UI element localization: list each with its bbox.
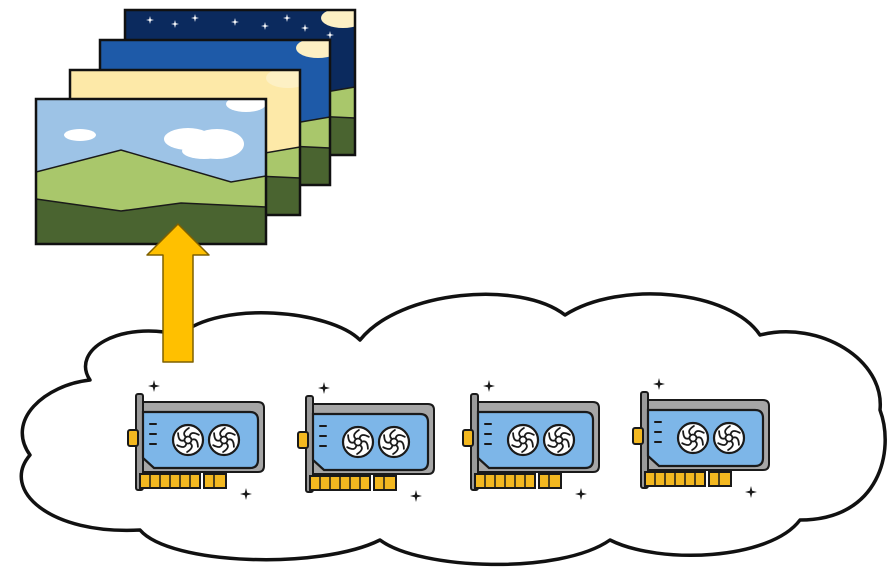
cloud-large xyxy=(164,99,266,159)
fan-icon xyxy=(676,421,710,455)
star-icon xyxy=(301,24,309,32)
gpu-card-icon xyxy=(462,380,600,500)
gpu-card-icon xyxy=(297,382,435,502)
star-icon xyxy=(261,22,269,30)
fan-icon xyxy=(542,423,576,457)
fan-icon xyxy=(341,425,375,459)
gpu-card-icon xyxy=(127,380,265,500)
sparkle-icon xyxy=(745,486,757,498)
fan-icon xyxy=(506,423,540,457)
star-icon xyxy=(283,14,291,22)
upload-arrow-icon xyxy=(146,223,210,363)
sparkle-icon xyxy=(148,380,160,392)
sparkle-icon xyxy=(653,378,665,390)
star-icon xyxy=(231,18,239,26)
sparkle-icon xyxy=(483,380,495,392)
frame-border xyxy=(34,97,268,246)
sparkle-icon xyxy=(240,488,252,500)
star-icon xyxy=(326,31,334,39)
fan-icon xyxy=(207,423,241,457)
cloud-small xyxy=(64,129,96,141)
moon-icon xyxy=(266,70,300,88)
star-icon xyxy=(171,20,179,28)
fan-icon xyxy=(171,423,205,457)
gpu-card-icon xyxy=(632,378,770,498)
fan-icon xyxy=(712,421,746,455)
moon-icon xyxy=(321,10,355,28)
ground xyxy=(36,199,266,244)
star-icon xyxy=(146,16,154,24)
sparkle-icon xyxy=(410,490,422,502)
image-frame-day xyxy=(34,97,268,246)
sparkle-icon xyxy=(318,382,330,394)
moon-icon xyxy=(296,40,330,58)
gpu-cluster xyxy=(127,378,770,502)
fan-icon xyxy=(377,425,411,459)
sparkle-icon xyxy=(575,488,587,500)
image-frame-stack xyxy=(34,8,357,246)
star-icon xyxy=(191,14,199,22)
cloud-shape xyxy=(19,292,887,567)
